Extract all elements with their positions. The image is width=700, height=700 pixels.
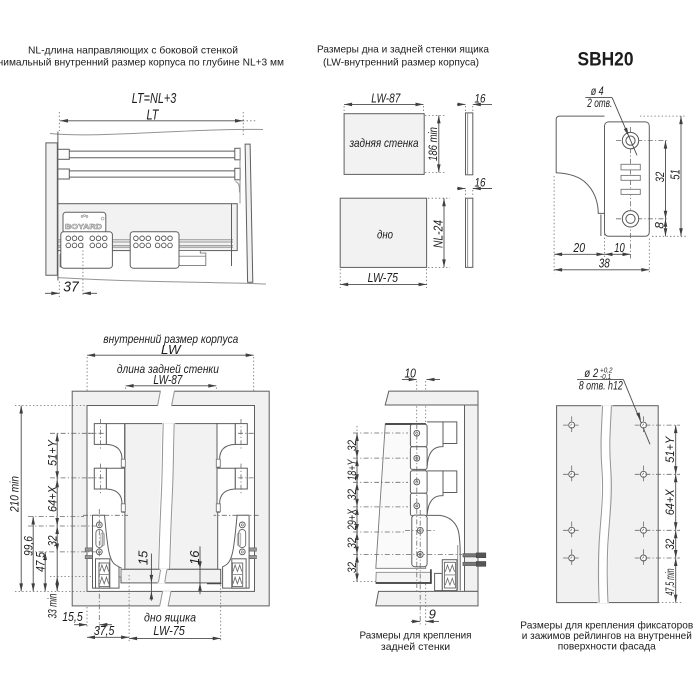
- svg-text:задней стенки: задней стенки: [381, 641, 450, 653]
- svg-text:LW-75: LW-75: [368, 271, 398, 285]
- svg-text:16: 16: [187, 550, 202, 565]
- svg-text:20: 20: [573, 241, 585, 255]
- svg-text:задняя стенка: задняя стенка: [349, 136, 419, 150]
- svg-text:минимальный внутренний размер: минимальный внутренний размер корпуса по…: [0, 57, 284, 69]
- svg-text:64+X: 64+X: [665, 488, 677, 515]
- svg-text:37: 37: [63, 280, 79, 296]
- svg-text:LW-87: LW-87: [371, 91, 401, 105]
- svg-text:29+X: 29+X: [347, 508, 359, 531]
- svg-text:186 min: 186 min: [426, 127, 440, 161]
- svg-text:32: 32: [47, 535, 59, 547]
- svg-text:33 min: 33 min: [48, 594, 60, 619]
- svg-text:47,5 min: 47,5 min: [665, 569, 677, 596]
- svg-text:51+Y: 51+Y: [665, 435, 677, 462]
- svg-text:SBH20: SBH20: [578, 49, 634, 71]
- svg-text:10: 10: [614, 241, 625, 255]
- svg-text:38: 38: [599, 256, 610, 270]
- svg-text:LT: LT: [147, 108, 160, 124]
- svg-text:32: 32: [665, 538, 677, 550]
- svg-text:32: 32: [653, 172, 667, 183]
- svg-text:32: 32: [347, 488, 359, 500]
- svg-text:32: 32: [347, 439, 359, 451]
- svg-text:16: 16: [475, 176, 486, 190]
- svg-text:ø 4: ø 4: [591, 84, 604, 98]
- svg-text:Размеры для крепления фиксатор: Размеры для крепления фиксаторов: [520, 619, 693, 631]
- svg-text:внутренний размер корпуса: внутренний размер корпуса: [103, 332, 238, 346]
- svg-text:10: 10: [404, 365, 416, 380]
- svg-text:8: 8: [653, 222, 667, 229]
- svg-text:LW: LW: [161, 342, 182, 357]
- svg-text:дно ящика: дно ящика: [144, 610, 196, 624]
- svg-text:(LW-внутренний размер корпуса): (LW-внутренний размер корпуса): [323, 57, 479, 69]
- svg-text:Размеры для крепления: Размеры для крепления: [360, 629, 472, 641]
- svg-text:18+Y: 18+Y: [347, 458, 359, 480]
- svg-text:2 отв.: 2 отв.: [587, 96, 613, 110]
- svg-text:37,5: 37,5: [94, 623, 115, 638]
- svg-text:99,6: 99,6: [23, 535, 35, 556]
- svg-text:длина задней стенки: длина задней стенки: [117, 362, 219, 376]
- svg-text:дно: дно: [377, 228, 393, 242]
- svg-text:поверхности фасада: поверхности фасада: [558, 640, 656, 652]
- svg-text:LW-87: LW-87: [153, 372, 183, 387]
- svg-text:NL-длина направляющих с боково: NL-длина направляющих с боковой стенкой: [28, 45, 238, 57]
- svg-text:47,5: 47,5: [35, 551, 47, 572]
- svg-text:64+X: 64+X: [47, 485, 59, 512]
- svg-text:32: 32: [347, 537, 359, 549]
- svg-text:и зажимов рейлингов на внутрен: и зажимов рейлингов на внутренней: [522, 630, 692, 642]
- svg-text:LW-75: LW-75: [153, 623, 185, 638]
- svg-text:51+Y: 51+Y: [47, 439, 59, 466]
- svg-text:+0,2: +0,2: [600, 368, 613, 375]
- svg-text:9: 9: [429, 607, 436, 622]
- svg-text:Размеры дна и задней стенки ящ: Размеры дна и задней стенки ящика: [317, 44, 489, 56]
- svg-text:51: 51: [669, 169, 683, 180]
- svg-text:15,5: 15,5: [62, 609, 83, 624]
- svg-text:LT=NL+3: LT=NL+3: [132, 91, 177, 107]
- svg-text:ø 2: ø 2: [584, 366, 598, 380]
- svg-text:15: 15: [135, 550, 150, 565]
- svg-text:16: 16: [475, 91, 486, 105]
- svg-text:-0,1: -0,1: [600, 374, 611, 381]
- svg-text:BOYARD: BOYARD: [65, 222, 103, 231]
- svg-text:32: 32: [347, 561, 359, 573]
- svg-text:NL-24: NL-24: [432, 220, 446, 248]
- svg-text:210 min: 210 min: [9, 476, 21, 513]
- svg-text:8 отв. h12: 8 отв. h12: [579, 380, 623, 392]
